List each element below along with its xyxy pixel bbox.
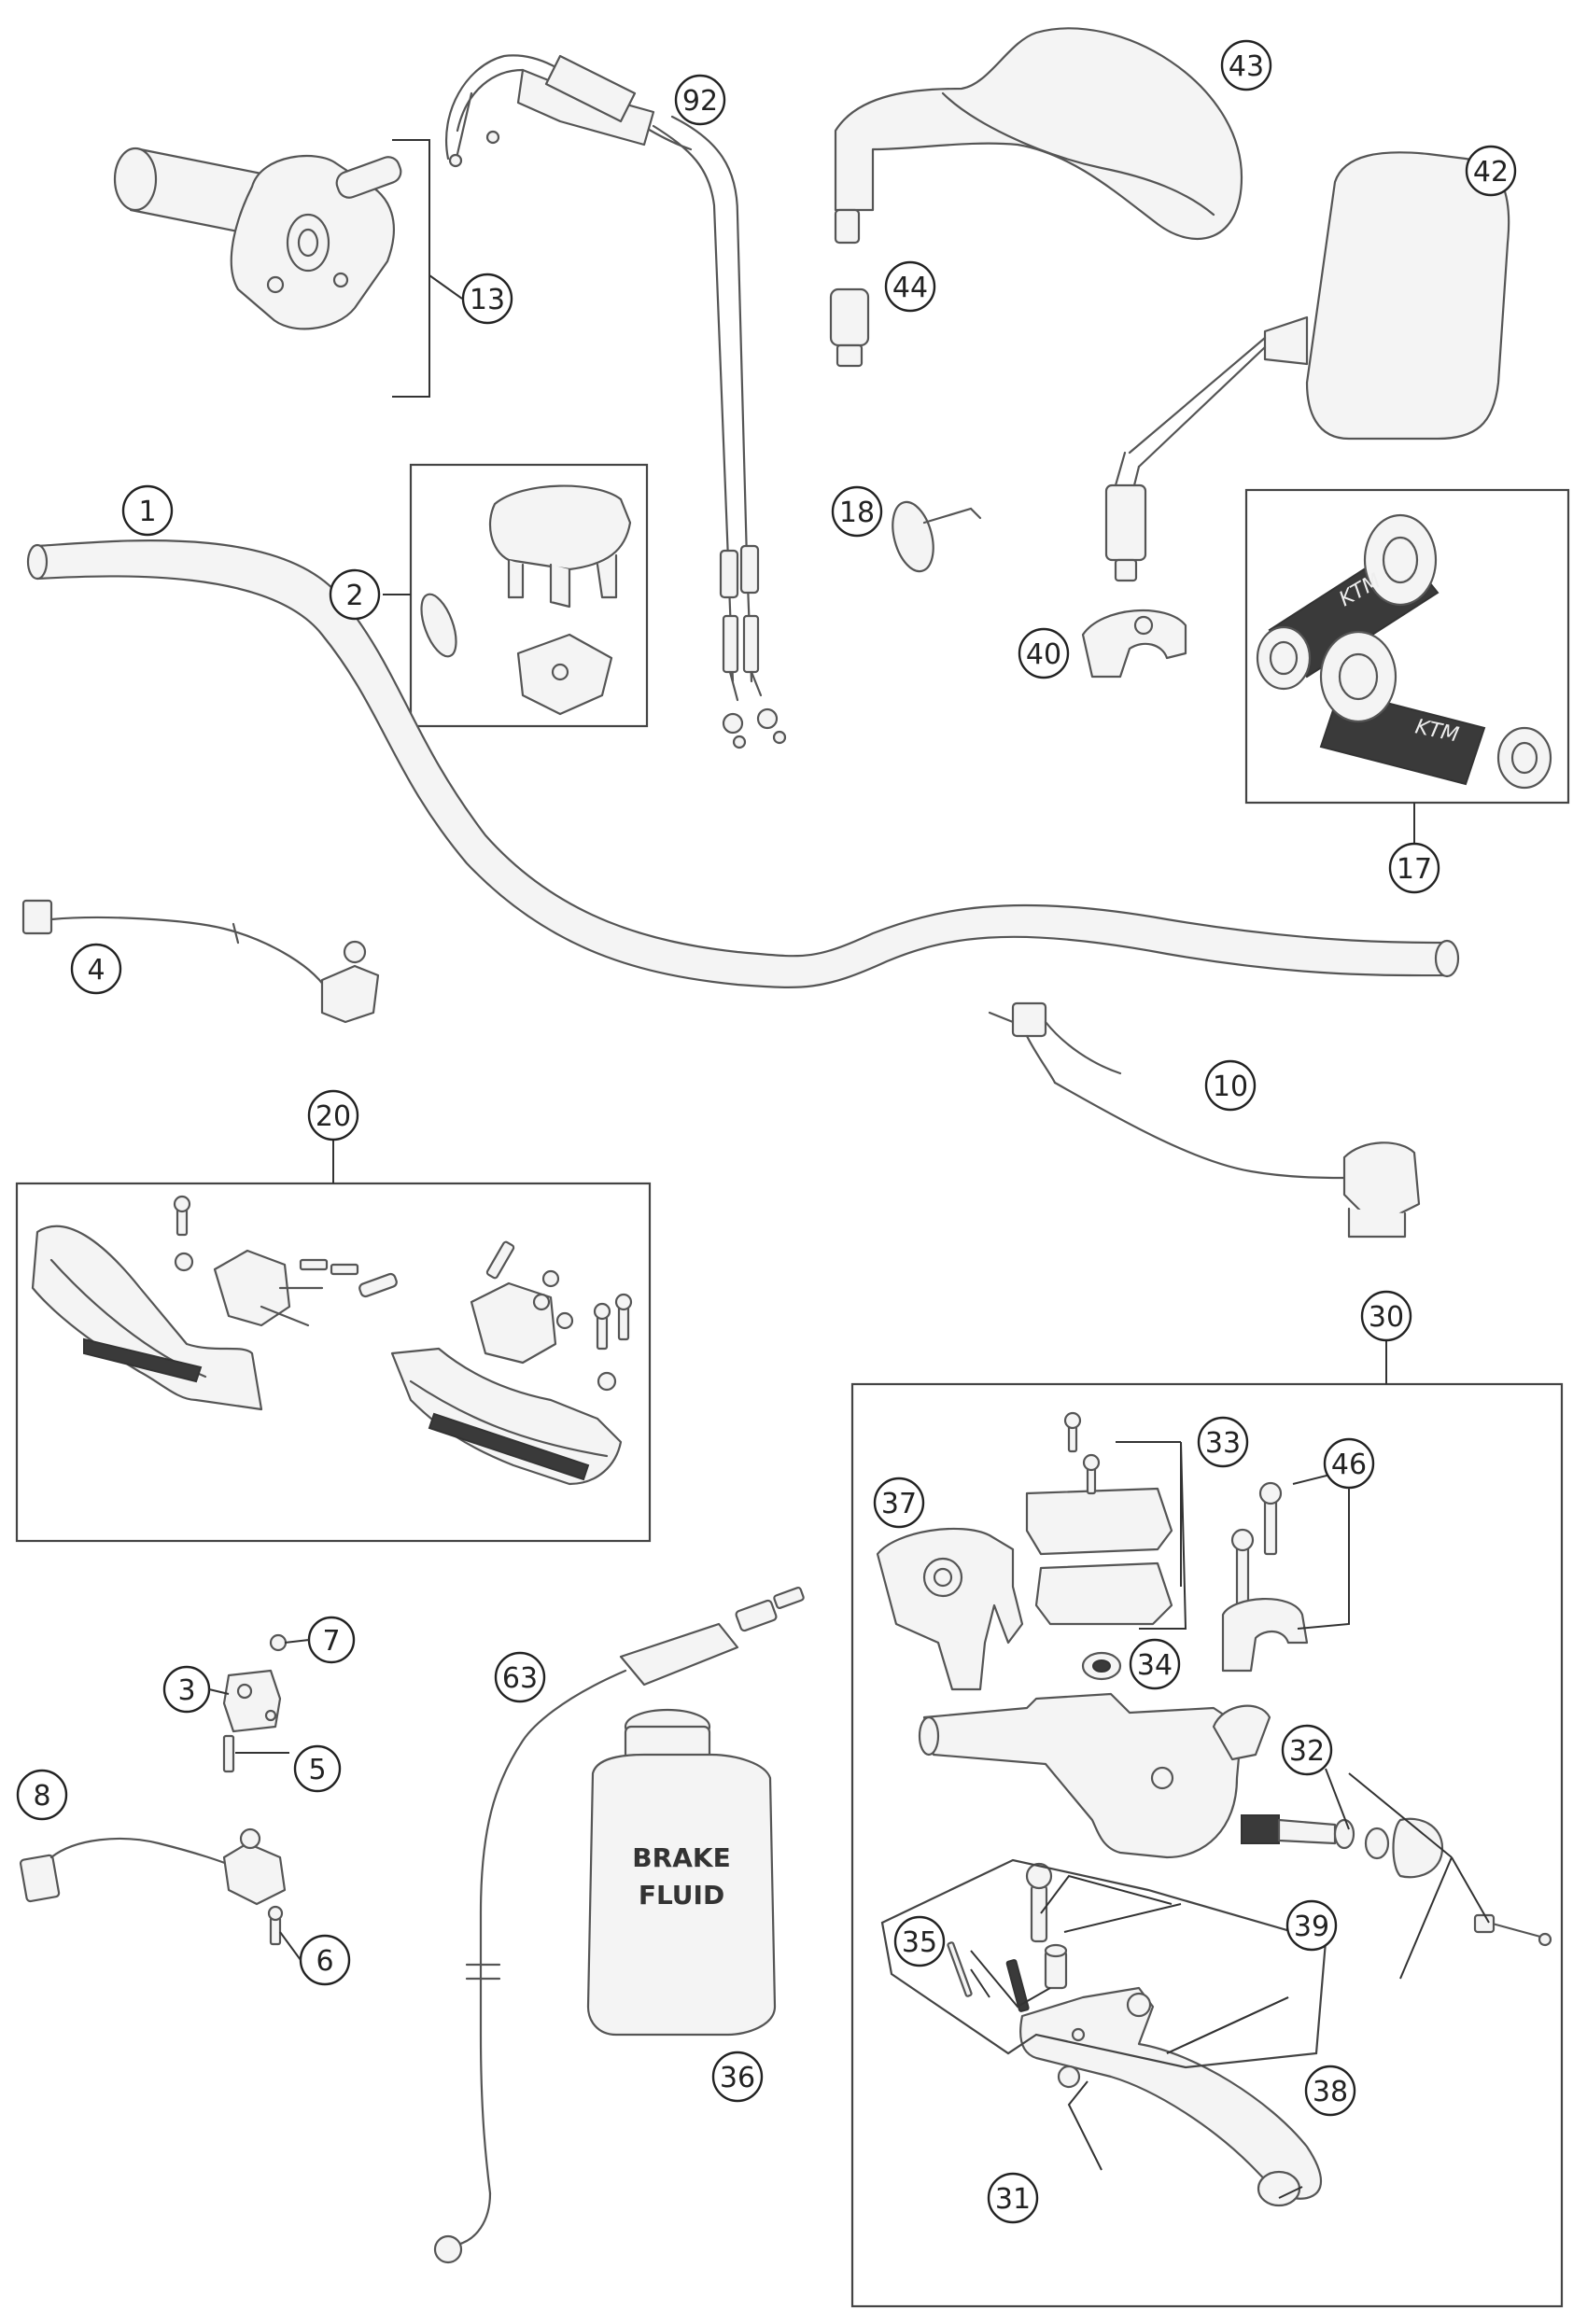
can-label-line1: BRAKE (632, 1842, 730, 1873)
leader-6 (279, 1931, 302, 1961)
cable-tie-18 (892, 500, 982, 573)
callout-7: 7 (307, 1616, 356, 1664)
callout-42: 42 (1465, 145, 1517, 197)
svg-text:8: 8 (33, 1780, 50, 1813)
mirror-43 (834, 27, 1243, 245)
svg-text:7: 7 (322, 1625, 340, 1658)
handlebar-right-end (1434, 939, 1460, 978)
svg-text:63: 63 (502, 1662, 538, 1695)
svg-text:18: 18 (839, 497, 875, 529)
callout-31: 31 (987, 2172, 1039, 2224)
svg-text:42: 42 (1473, 156, 1509, 189)
svg-text:32: 32 (1289, 1735, 1325, 1768)
callout-34: 34 (1129, 1638, 1181, 1690)
svg-text:3: 3 (177, 1674, 195, 1707)
svg-text:6: 6 (316, 1945, 333, 1978)
svg-text:10: 10 (1213, 1071, 1248, 1103)
callout-13: 13 (461, 273, 513, 325)
leader-46 (1292, 1469, 1350, 1630)
svg-text:46: 46 (1331, 1449, 1367, 1481)
item-2-parts (420, 484, 632, 716)
callout-33: 33 (1197, 1416, 1249, 1468)
svg-text:5: 5 (308, 1754, 326, 1786)
can-label-line2: FLUID (639, 1880, 724, 1911)
item-44-adapter (829, 287, 870, 368)
leader-33 (1116, 1441, 1187, 1630)
svg-text:2: 2 (345, 580, 363, 612)
callout-10: 10 (1204, 1059, 1257, 1112)
box-item-30 (850, 1382, 1564, 2308)
svg-text:92: 92 (682, 85, 718, 118)
handguards-20 (31, 1195, 633, 1486)
callout-35: 35 (893, 1915, 946, 1967)
callout-43: 43 (1220, 39, 1272, 91)
switch-4 (21, 899, 380, 1024)
lever-subassembly-outline (880, 1858, 1327, 2069)
svg-text:38: 38 (1313, 2076, 1348, 2108)
callout-4: 4 (70, 943, 122, 995)
svg-text:44: 44 (892, 272, 928, 304)
leader-31 (1278, 2186, 1303, 2199)
throttle-cables (445, 54, 787, 749)
callout-2: 2 (329, 568, 381, 621)
callout-39: 39 (1285, 1899, 1338, 1952)
svg-text:43: 43 (1229, 50, 1264, 83)
items-3-5-6-7-8 (19, 1633, 289, 1946)
callout-8: 8 (16, 1769, 68, 1821)
leader-7 (284, 1639, 310, 1644)
callout-5: 5 (293, 1744, 342, 1793)
mirror-42 (1104, 151, 1510, 582)
callout-92: 92 (674, 74, 726, 126)
svg-text:30: 30 (1369, 1301, 1404, 1334)
callout-30: 30 (1360, 1290, 1412, 1342)
svg-text:35: 35 (902, 1926, 937, 1959)
svg-text:37: 37 (881, 1488, 917, 1520)
svg-text:31: 31 (995, 2183, 1031, 2216)
callout-32: 32 (1281, 1724, 1333, 1776)
clamp-40 (1081, 609, 1187, 679)
svg-text:39: 39 (1294, 1911, 1329, 1943)
handlebar (35, 539, 1449, 988)
svg-text:13: 13 (470, 284, 505, 316)
callout-6: 6 (299, 1934, 351, 1986)
handlebar-left-end (26, 543, 49, 581)
callout-1: 1 (121, 484, 174, 537)
callout-36: 36 (711, 2051, 764, 2103)
leader-13 (392, 139, 463, 398)
svg-text:34: 34 (1137, 1649, 1173, 1682)
master-cylinder-30 (876, 1411, 1552, 2207)
brake-line-63 (433, 1587, 805, 2264)
callout-44: 44 (884, 260, 936, 313)
svg-text:20: 20 (316, 1100, 351, 1133)
box-item-20 (15, 1182, 652, 1543)
brake-fluid-can-36: BRAKE FLUID (586, 1708, 777, 2037)
callout-40: 40 (1018, 627, 1070, 679)
svg-text:33: 33 (1205, 1427, 1241, 1460)
box-item-17 (1244, 488, 1570, 805)
callout-38: 38 (1304, 2065, 1356, 2117)
callout-3: 3 (162, 1665, 211, 1714)
leader-3 (208, 1688, 230, 1695)
callout-63: 63 (494, 1651, 546, 1703)
svg-text:1: 1 (138, 496, 156, 528)
callout-20: 20 (307, 1089, 359, 1141)
svg-text:4: 4 (87, 954, 105, 987)
callout-37: 37 (873, 1477, 925, 1529)
callout-18: 18 (831, 485, 883, 538)
svg-text:17: 17 (1397, 853, 1432, 886)
svg-text:40: 40 (1026, 638, 1061, 671)
throttle-assembly (113, 147, 402, 330)
callout-17: 17 (1388, 842, 1440, 894)
grips-17: KTM KTM (1256, 513, 1552, 790)
switch-10 (988, 1001, 1421, 1239)
svg-text:36: 36 (720, 2062, 755, 2094)
callout-46: 46 (1323, 1437, 1375, 1490)
